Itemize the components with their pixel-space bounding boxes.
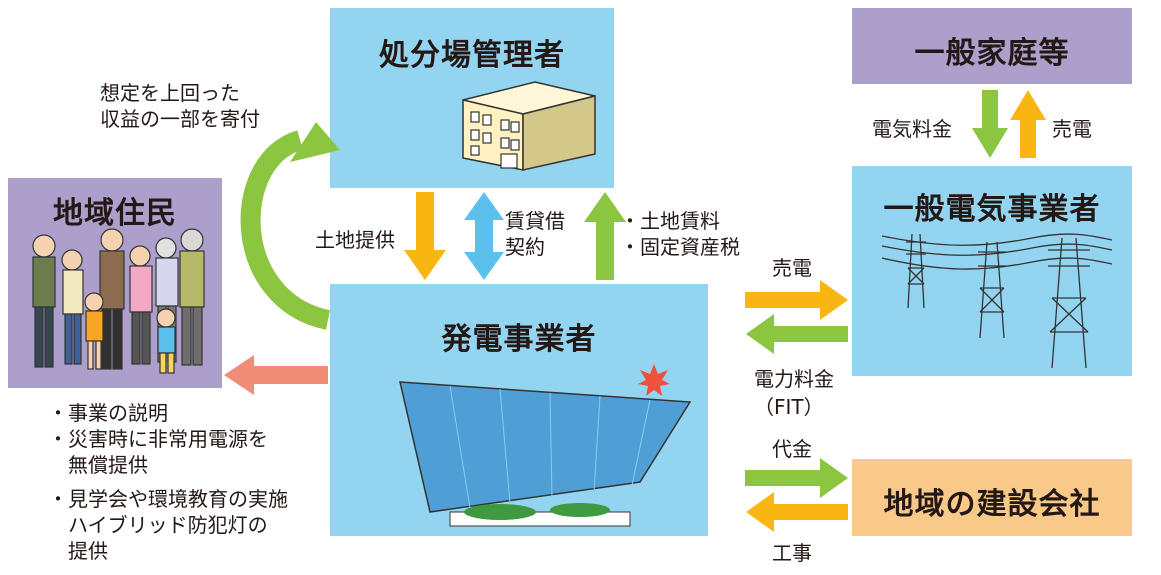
household-sell-power-label: 売電 [1052, 117, 1092, 141]
residents-box: 地域住民 [8, 178, 222, 388]
power-charge-arrow [746, 314, 848, 354]
households-box: 一般家庭等 [852, 8, 1132, 84]
lease-contract-arrow [464, 192, 504, 280]
power-producer-title: 発電事業者 [441, 322, 597, 357]
resident-benefits-line1: ・事業の説明 [48, 401, 168, 425]
land-provision-label: 土地提供 [315, 228, 395, 252]
solar-panel-illustration [399, 364, 692, 527]
households-title: 一般家庭等 [914, 36, 1070, 71]
resident-benefits-line4: ・見学会や環境教育の実施 [48, 487, 288, 511]
land-rent-label-line2: ・固定資産税 [620, 235, 740, 259]
resident-benefits-line3: 無償提供 [48, 453, 148, 477]
construction-box: 地域の建設会社 [852, 459, 1132, 536]
sell-power-label: 売電 [772, 256, 812, 280]
lease-contract-label-line1: 賃貸借 [505, 209, 565, 233]
power-producer-box: 発電事業者 [330, 284, 708, 536]
household-sell-power-arrow [1010, 90, 1046, 158]
construction-title: 地域の建設会社 [883, 487, 1101, 522]
construction-work-arrow [746, 492, 848, 532]
family-illustration [32, 228, 205, 374]
residents-title: 地域住民 [53, 196, 177, 231]
donation-label-line2: 収益の一部を寄付 [100, 107, 260, 131]
sell-power-arrow [745, 280, 848, 320]
landfill-manager-title: 処分場管理者 [379, 38, 565, 73]
electricity-fee-label: 電気料金 [872, 117, 952, 141]
land-rent-label-line1: ・土地賃料 [620, 209, 720, 233]
transmission-tower-illustration [881, 233, 1113, 369]
resident-benefits-line6: 提供 [48, 539, 108, 563]
resident-benefits-arrow [224, 355, 328, 395]
power-charge-label-line2: （FIT） [754, 395, 824, 419]
land-rent-arrow [584, 192, 626, 280]
land-provision-arrow [404, 192, 446, 280]
donation-arrowhead [290, 122, 340, 162]
resident-benefits-line5: ハイブリッド防犯灯の [48, 513, 268, 537]
payment-label: 代金 [772, 437, 812, 461]
lease-contract-label-line2: 契約 [505, 235, 545, 259]
payment-arrow [745, 458, 848, 498]
resident-benefits-line2: ・災害時に非常用電源を [48, 427, 268, 451]
utility-box: 一般電気事業者 [852, 166, 1132, 376]
landfill-manager-box: 処分場管理者 [330, 8, 614, 188]
donation-arrow [240, 130, 331, 330]
donation-label-line1: 想定を上回った [100, 81, 240, 105]
utility-title: 一般電気事業者 [883, 192, 1101, 227]
construction-work-label: 工事 [772, 541, 812, 565]
power-charge-label-line1: 電力料金 [754, 367, 834, 391]
electricity-fee-arrow [972, 90, 1008, 158]
office-building-illustration [462, 81, 596, 171]
